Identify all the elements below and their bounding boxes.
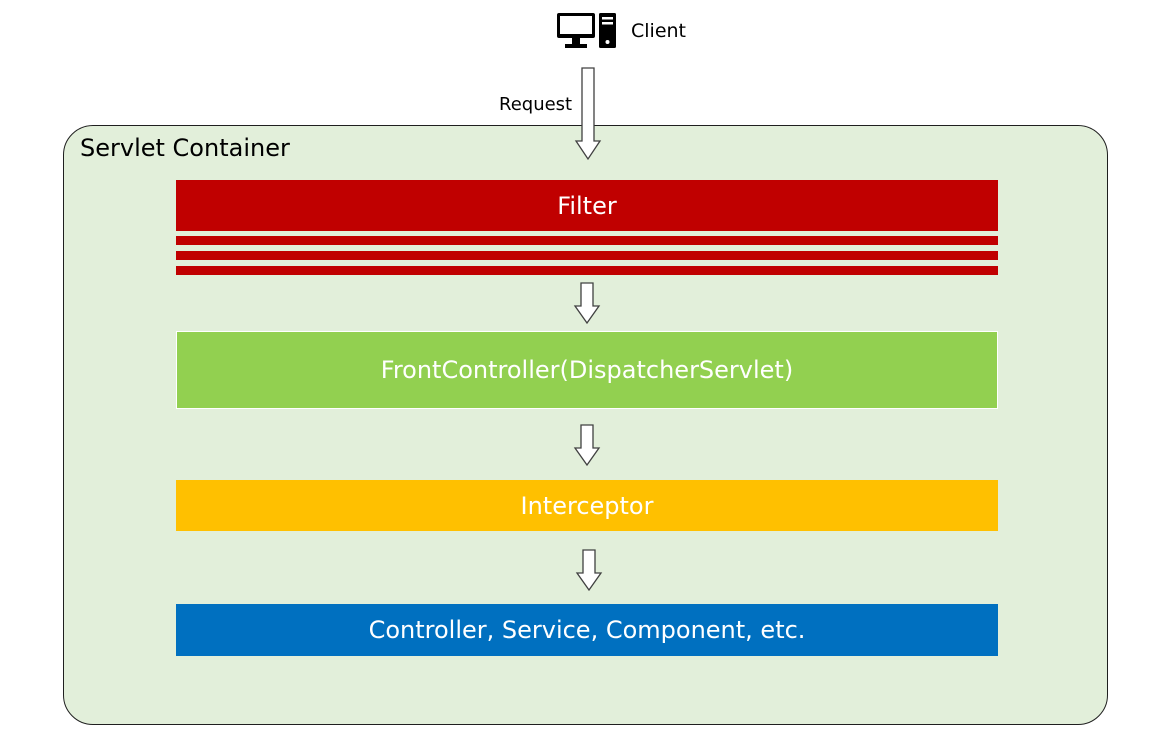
down-arrow-icon — [575, 549, 603, 592]
down-arrow-icon — [573, 424, 601, 467]
filter-chain-stripe — [176, 251, 998, 260]
controller-layer: Controller, Service, Component, etc. — [176, 604, 998, 656]
interceptor-layer: Interceptor — [176, 480, 998, 531]
front-controller-layer-label: FrontController(DispatcherServlet) — [380, 356, 794, 384]
desktop-computer-icon — [557, 13, 616, 48]
filter-chain-stripe — [176, 266, 998, 275]
filter-layer: Filter — [176, 180, 998, 231]
request-label: Request — [499, 94, 573, 115]
request-arrow-icon — [574, 67, 602, 161]
client-label: Client — [631, 20, 687, 42]
front-controller-layer: FrontController(DispatcherServlet) — [176, 331, 998, 409]
controller-layer-label: Controller, Service, Component, etc. — [368, 616, 806, 644]
filter-chain-stripe — [176, 236, 998, 245]
down-arrow-icon — [573, 282, 601, 325]
filter-layer-label: Filter — [557, 191, 617, 220]
interceptor-layer-label: Interceptor — [520, 491, 654, 520]
servlet-container-title: Servlet Container — [80, 134, 290, 162]
